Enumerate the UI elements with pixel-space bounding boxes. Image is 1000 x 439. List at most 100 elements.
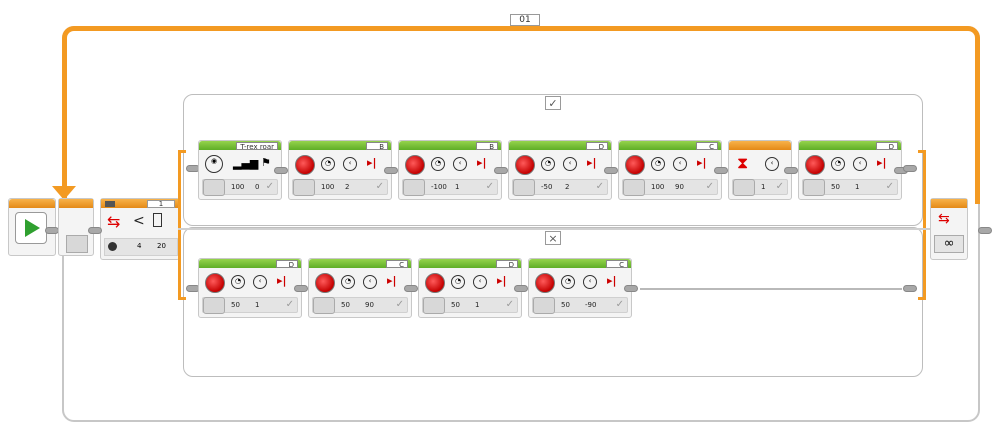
- block-connector: [714, 167, 728, 174]
- large-motor-icon: [205, 273, 225, 293]
- param-value[interactable]: 1: [761, 183, 766, 191]
- port-label[interactable]: D: [496, 260, 518, 269]
- port-label[interactable]: B: [366, 142, 388, 151]
- switch-port[interactable]: 1: [147, 200, 175, 208]
- param-value[interactable]: 1: [255, 301, 260, 309]
- threshold-value[interactable]: 4: [137, 242, 142, 250]
- mode-icon[interactable]: [108, 242, 117, 251]
- port-label[interactable]: T-rex roar: [236, 142, 278, 151]
- case-connector: [903, 285, 917, 292]
- start-block[interactable]: [8, 198, 56, 256]
- loop-count[interactable]: ∞: [934, 235, 964, 253]
- large-motor-icon: [315, 273, 335, 293]
- loop-label[interactable]: 01: [510, 14, 540, 26]
- brake-icon: ▸|: [477, 156, 487, 169]
- duration-icon: ‹: [583, 275, 597, 289]
- sound-icon: ◉: [205, 155, 223, 173]
- mode-selector[interactable]: [733, 179, 755, 196]
- param-value[interactable]: 2: [565, 183, 570, 191]
- mode-selector[interactable]: [203, 179, 225, 196]
- param-value[interactable]: 90: [675, 183, 684, 191]
- timer-block[interactable]: ⧗‹1✓: [728, 140, 792, 200]
- loop-arrow: [52, 186, 76, 200]
- motor-block[interactable]: C◔‹▸|50-90✓: [528, 258, 632, 318]
- param-value[interactable]: 1: [455, 183, 460, 191]
- param-value[interactable]: 50: [451, 301, 460, 309]
- loop-start-icon: [66, 235, 88, 253]
- duration-icon: ‹: [253, 275, 267, 289]
- port-label[interactable]: B: [476, 142, 498, 151]
- port-label[interactable]: C: [386, 260, 408, 269]
- loop-end-icon: ⇆: [938, 211, 950, 227]
- mode-selector[interactable]: [623, 179, 645, 196]
- mode-selector[interactable]: [423, 297, 445, 314]
- port-label[interactable]: C: [606, 260, 628, 269]
- threshold-icon: [153, 213, 162, 227]
- play-icon[interactable]: [15, 212, 47, 244]
- port-label[interactable]: D: [276, 260, 298, 269]
- mode-selector[interactable]: [203, 297, 225, 314]
- param-value[interactable]: 100: [321, 183, 335, 191]
- param-value[interactable]: 50: [561, 301, 570, 309]
- port-label[interactable]: D: [876, 142, 898, 151]
- param-value[interactable]: 90: [365, 301, 374, 309]
- power-icon: ◔: [431, 157, 445, 171]
- wait-icon: ‹: [765, 157, 779, 171]
- param-value[interactable]: 50: [341, 301, 350, 309]
- power-icon: ◔: [541, 157, 555, 171]
- block-connector: [514, 285, 528, 292]
- power-icon: ◔: [321, 157, 335, 171]
- port-label[interactable]: C: [696, 142, 718, 151]
- large-motor-icon: [295, 155, 315, 175]
- param-value[interactable]: 1: [855, 183, 860, 191]
- mode-selector[interactable]: [403, 179, 425, 196]
- case-connector: [903, 165, 917, 172]
- param-value[interactable]: -50: [541, 183, 553, 191]
- param-value[interactable]: 2: [345, 183, 350, 191]
- param-value[interactable]: 50: [831, 183, 840, 191]
- param-value[interactable]: 0: [255, 183, 260, 191]
- mode-selector[interactable]: [513, 179, 535, 196]
- duration-icon: ‹: [853, 157, 867, 171]
- large-motor-icon: [625, 155, 645, 175]
- param-value[interactable]: 100: [651, 183, 665, 191]
- mode-selector[interactable]: [293, 179, 315, 196]
- large-motor-icon: [535, 273, 555, 293]
- switch-block[interactable]: 1 ⇆ < 4 20: [100, 198, 180, 260]
- brake-icon: ▸|: [497, 274, 507, 287]
- brake-icon: ▸|: [587, 156, 597, 169]
- param-value[interactable]: -100: [431, 183, 447, 191]
- param-value[interactable]: -90: [585, 301, 597, 309]
- mode-selector[interactable]: [533, 297, 555, 314]
- param-value[interactable]: 100: [231, 183, 245, 191]
- mode-selector[interactable]: [803, 179, 825, 196]
- mode-selector[interactable]: [313, 297, 335, 314]
- param-value[interactable]: 50: [231, 301, 240, 309]
- port-label[interactable]: D: [586, 142, 608, 151]
- true-case-tab[interactable]: ✓: [545, 96, 561, 110]
- compare-value[interactable]: 20: [157, 242, 166, 250]
- start-connector: [45, 227, 59, 234]
- brake-icon: ▸|: [607, 274, 617, 287]
- false-case-tab[interactable]: ×: [545, 231, 561, 245]
- loop-end-block[interactable]: ⇆ ∞: [930, 198, 968, 260]
- false-case-wire: [640, 288, 902, 290]
- large-motor-icon: [515, 155, 535, 175]
- switch-false-case: [183, 227, 923, 377]
- param-value[interactable]: 1: [475, 301, 480, 309]
- brake-icon: ▸|: [387, 274, 397, 287]
- check-icon: ✓: [395, 299, 404, 310]
- hourglass-icon: ⧗: [737, 153, 749, 172]
- large-motor-icon: [425, 273, 445, 293]
- power-icon: ◔: [341, 275, 355, 289]
- compare-symbol: <: [133, 213, 145, 229]
